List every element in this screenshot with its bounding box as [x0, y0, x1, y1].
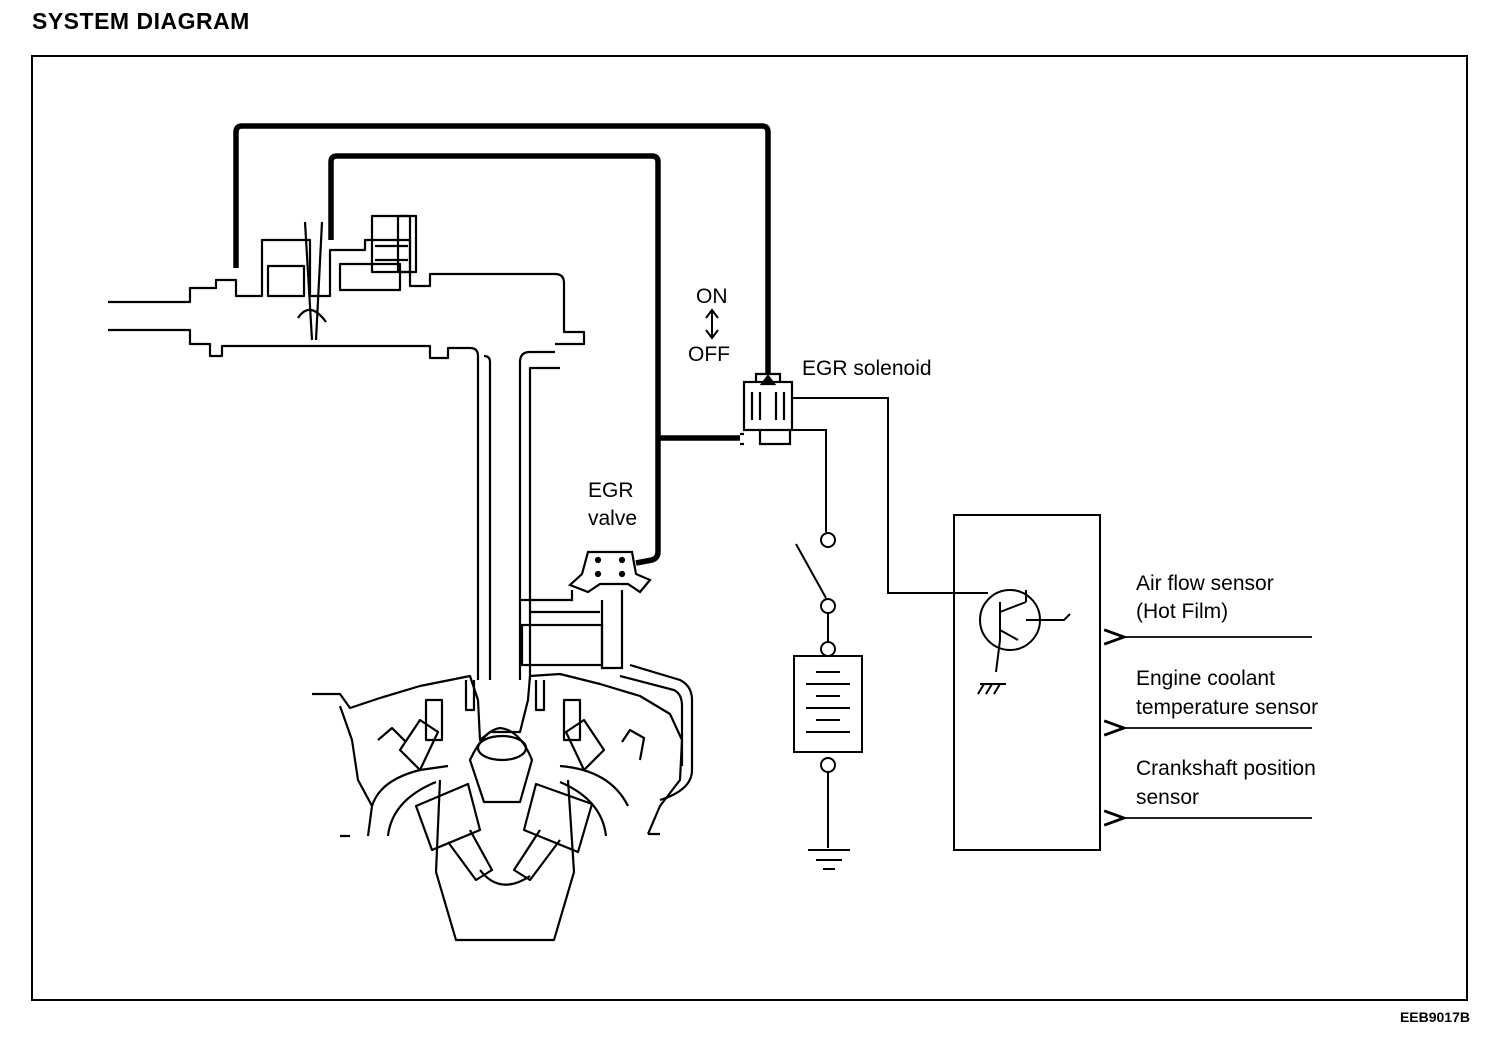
- wire-to-switch: [792, 429, 827, 532]
- vacuum-hoses: [233, 123, 771, 566]
- label-coolant-line2: temperature sensor: [1136, 696, 1318, 719]
- diagram-title: SYSTEM DIAGRAM: [32, 8, 250, 34]
- label-air-flow-line2: (Hot Film): [1136, 600, 1228, 623]
- switch-bottom-terminal: [820, 598, 836, 614]
- label-off: OFF: [688, 343, 730, 366]
- vacuum-hose-outer: [233, 123, 771, 375]
- label-on: ON: [696, 285, 728, 308]
- diagram-frame: [31, 55, 1468, 1001]
- wire-to-ecu: [792, 397, 988, 594]
- v-engine: [312, 672, 684, 942]
- solenoid-circuit: [792, 397, 988, 870]
- ground-symbol: [808, 849, 850, 870]
- label-egr-valve-line2: valve: [588, 507, 637, 530]
- egr-solenoid: [740, 372, 794, 446]
- switch-top-terminal: [820, 532, 836, 548]
- label-egr-solenoid: EGR solenoid: [802, 357, 932, 380]
- intake-manifold: [108, 214, 586, 680]
- vacuum-hose-inner: [328, 153, 661, 566]
- figure-code: EEB9017B: [1399, 1009, 1470, 1025]
- label-crank-line2: sensor: [1136, 786, 1199, 809]
- label-coolant-line1: Engine coolant: [1136, 667, 1275, 690]
- label-crank-line1: Crankshaft position: [1136, 757, 1316, 780]
- egr-pipe: [520, 590, 694, 802]
- battery: [793, 655, 863, 753]
- on-off-arrow-icon: [705, 308, 719, 340]
- egr-valve: [567, 550, 652, 594]
- switch-blade: [795, 543, 827, 599]
- ecu-box: [953, 514, 1101, 851]
- sensor-arrows: [1124, 637, 1312, 818]
- label-egr-valve-line1: EGR: [588, 479, 634, 502]
- label-air-flow-line1: Air flow sensor: [1136, 572, 1274, 595]
